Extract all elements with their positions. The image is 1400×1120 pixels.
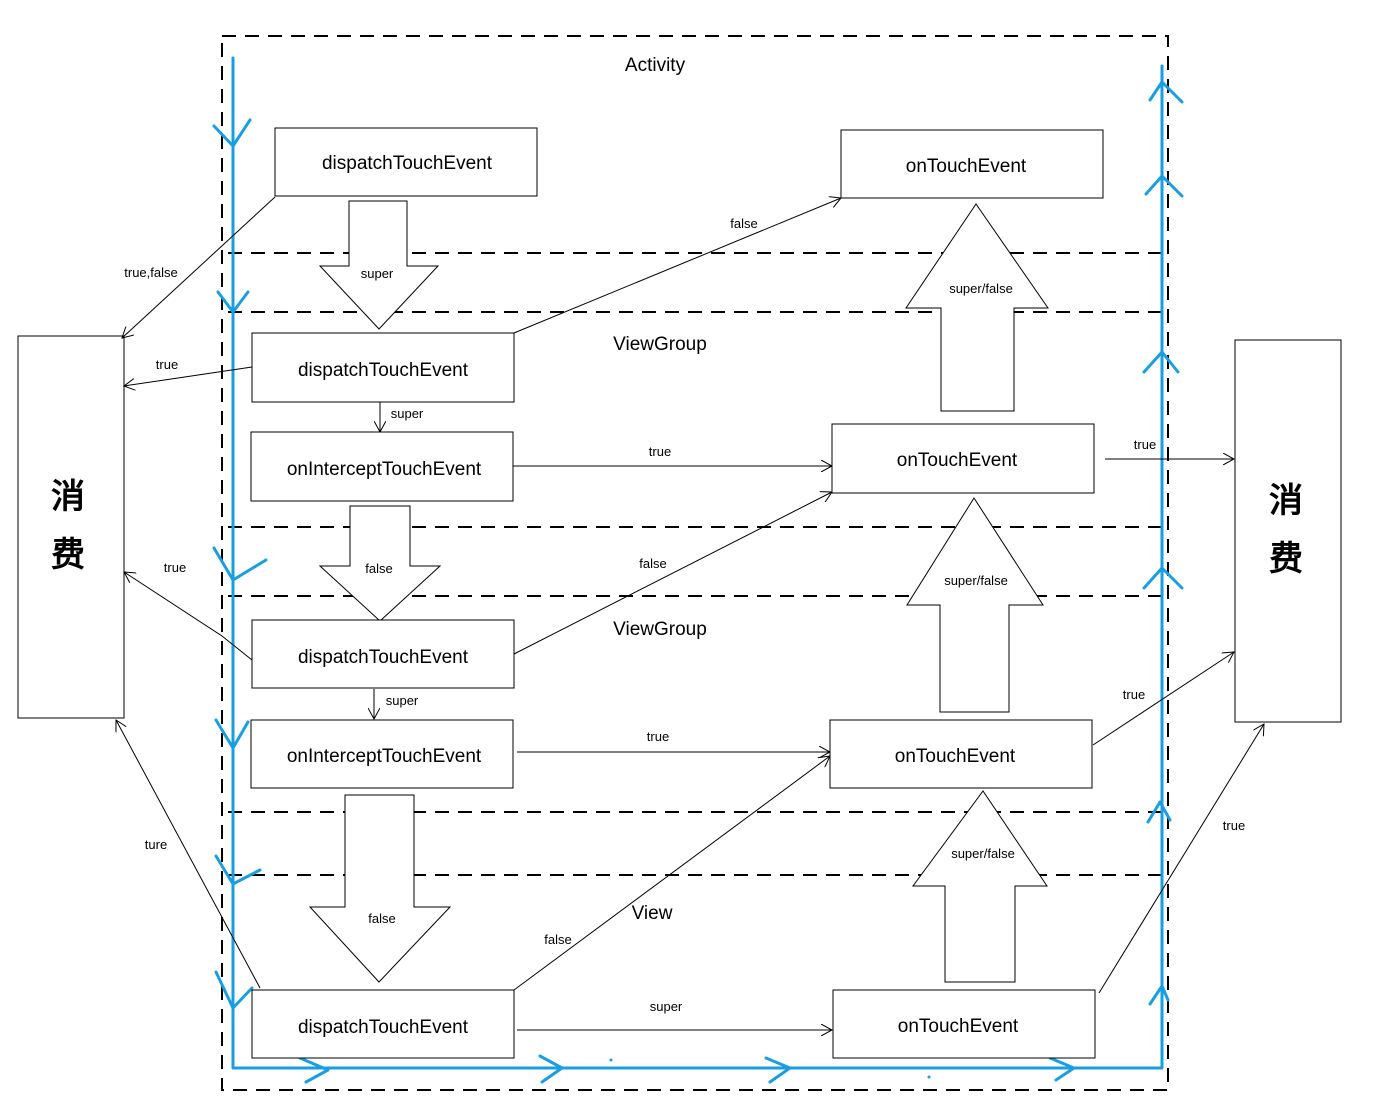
arrow-vg2-consume	[124, 572, 253, 661]
vg1-ontouch-label: onTouchEvent	[897, 450, 1018, 471]
label-act-super: super	[361, 266, 394, 281]
vg2-intercept-box	[250, 719, 514, 789]
act-ontouch-label: onTouchEvent	[906, 156, 1027, 177]
act-dispatch-box	[274, 127, 538, 197]
label-vg1-false-down: false	[365, 561, 392, 576]
stray-dot	[609, 1058, 613, 1062]
arrow-vg1-to-act-ontouch	[513, 198, 841, 334]
fat-arrows	[308, 200, 1049, 983]
label-vg2-super: super	[386, 693, 419, 708]
flow-chevron-up-icon	[1142, 566, 1184, 590]
nodes	[250, 127, 1104, 1059]
consume-right-char-1: 消	[1269, 481, 1303, 521]
arrow-view-false	[513, 756, 830, 991]
consume-box-right	[1234, 339, 1342, 723]
flow-chevron-up-icon	[1142, 350, 1180, 374]
label-act-consume: true,false	[124, 265, 177, 280]
vg2-ontouch-box	[829, 719, 1093, 789]
flow-chevron-down-icon	[214, 970, 254, 1010]
vg1-ontouch-box	[831, 423, 1095, 494]
arrow-act-consume	[122, 196, 276, 338]
label-view-false: false	[544, 932, 571, 947]
vg2-ontouch-label: onTouchEvent	[895, 746, 1016, 767]
flow-chevron-right-icon	[298, 1056, 330, 1084]
label-view-true: true	[1223, 818, 1245, 833]
fat-arrow-up	[905, 203, 1049, 412]
consume-left-char-2: 费	[51, 535, 85, 575]
section-title-viewgroup-1: ViewGroup	[613, 334, 707, 355]
act-ontouch-box	[840, 129, 1104, 199]
arrow-vg1-consume	[124, 366, 253, 386]
flow-chevron-up-icon	[1148, 984, 1170, 1006]
flow-chevron-up-icon	[1148, 80, 1184, 104]
section-title-activity: Activity	[625, 55, 686, 76]
label-vg2-ontouch-true: true	[1123, 687, 1145, 702]
label-vg2-false: false	[639, 556, 666, 571]
fat-arrow-down	[318, 200, 440, 330]
vg2-dispatch-box	[251, 619, 515, 689]
label-vg1-true-consume: true	[156, 357, 178, 372]
consume-left-char-1: 消	[51, 477, 85, 517]
act-dispatch-label: dispatchTouchEvent	[322, 153, 493, 174]
label-vg2-up: super/false	[951, 846, 1015, 861]
arrow-vg2-false	[513, 492, 832, 655]
fat-arrow-down	[308, 794, 452, 983]
vg2-intercept-label: onInterceptTouchEvent	[287, 746, 482, 767]
label-vg2-intercept-true: true	[647, 729, 669, 744]
fat-arrow-up	[906, 497, 1044, 713]
flow-chevron-down-icon	[212, 118, 252, 148]
label-vg1-ontouch-true: true	[1134, 437, 1156, 452]
flow-chevron-down-icon	[216, 290, 250, 314]
section-title-viewgroup-2: ViewGroup	[613, 619, 707, 640]
flow-chevron-down-icon	[212, 546, 268, 582]
label-view-ture: ture	[145, 837, 167, 852]
consume-box-left	[17, 335, 125, 719]
stray-dot	[927, 1075, 931, 1079]
flow-chevron-up-icon	[1146, 800, 1172, 824]
fat-arrow-up	[912, 790, 1048, 983]
edge-labels: true,false false super super/false true …	[124, 216, 1245, 1014]
vg1-intercept-label: onInterceptTouchEvent	[287, 459, 482, 480]
label-vg1-up: super/false	[944, 573, 1008, 588]
arrow-view-true	[1098, 724, 1264, 994]
flow-path	[212, 56, 1184, 1084]
view-dispatch-box	[251, 989, 515, 1059]
flow-chevron-down-icon	[214, 718, 250, 750]
vg1-intercept-box	[250, 431, 514, 502]
consume-right-char-2: 费	[1269, 539, 1303, 579]
vg1-dispatch-label: dispatchTouchEvent	[298, 360, 469, 381]
flow-chevron-right-icon	[1048, 1056, 1076, 1082]
flow-chevron-right-icon	[538, 1054, 564, 1084]
arrow-view-ture	[116, 720, 261, 989]
view-dispatch-label: dispatchTouchEvent	[298, 1017, 469, 1038]
section-title-view: View	[632, 903, 673, 924]
section-titles: Activity ViewGroup ViewGroup View	[613, 55, 707, 924]
label-vg1-super: super	[391, 406, 424, 421]
fat-arrow-down	[318, 505, 442, 622]
label-act-false: false	[730, 216, 757, 231]
arrow-vg2-ontouch-true	[1092, 652, 1234, 746]
label-view-super: super	[650, 999, 683, 1014]
label-vg2-false-down: false	[368, 911, 395, 926]
connectors	[116, 197, 1264, 1030]
vg2-dispatch-label: dispatchTouchEvent	[298, 647, 469, 668]
label-vg2-true-consume: true	[164, 560, 186, 575]
flow-chevron-up-icon	[1144, 174, 1184, 198]
view-ontouch-box	[832, 989, 1096, 1059]
label-act-up: super/false	[949, 281, 1013, 296]
view-ontouch-label: onTouchEvent	[898, 1016, 1019, 1037]
label-vg1-intercept-true: true	[649, 444, 671, 459]
vg1-dispatch-box	[251, 332, 515, 403]
node-labels: dispatchTouchEvent onTouchEvent dispatch…	[287, 153, 1027, 1038]
flow-chevron-right-icon	[764, 1056, 792, 1084]
flow-chevron-down-icon	[214, 854, 262, 886]
